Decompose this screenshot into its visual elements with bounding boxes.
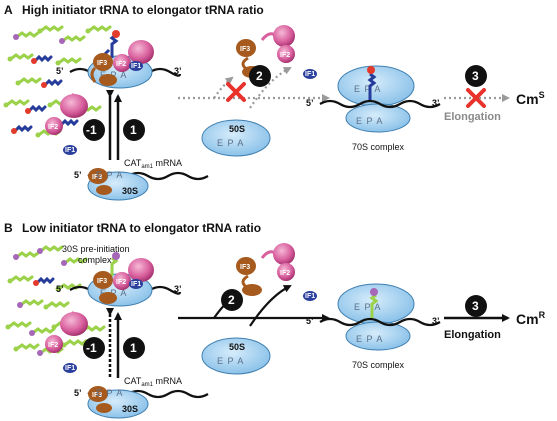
- panel-a: A High initiator tRNA to elongator tRNA …: [2, 3, 545, 201]
- panel-b-50s-subunit: 50S E P A: [201, 337, 271, 375]
- panel-b-if2-top: IF2: [116, 279, 126, 286]
- panel-b-if1-released: IF1: [305, 293, 315, 300]
- panel-b-epa-top: E P A: [100, 288, 127, 298]
- panel-a-30s-initiation-complex: E P A IF3 IF2 IF1 5’ 3’: [56, 30, 182, 89]
- panel-a-step-1: 1: [130, 123, 137, 137]
- panel-a-free-if2: IF2 IF1: [45, 92, 88, 155]
- panel-b-if3-released: IF3: [240, 264, 250, 271]
- panel-b-5prime-top: 5’: [56, 284, 64, 294]
- panel-b-epa-50s: E P A: [217, 356, 244, 366]
- panel-b-free-if2: IF2 IF1: [45, 310, 88, 373]
- panel-b-step-minus1: -1: [86, 341, 97, 355]
- panel-b-preinitiation-2: complex: [78, 255, 112, 265]
- panel-a-elongation: Elongation: [444, 111, 501, 123]
- panel-b-step-2: 2: [178, 285, 330, 327]
- panel-a-epa-70s-top: E P A: [354, 84, 381, 94]
- panel-b-step-3: 3: [472, 299, 479, 313]
- panel-b-3prime-70s: 3’: [432, 316, 440, 326]
- panel-b-outcome-sup: R: [539, 310, 546, 320]
- panel-b-if1-free: IF1: [65, 365, 75, 372]
- panel-a-30s-label: 30S: [122, 186, 138, 196]
- panel-a-mrna-label: CAT: [124, 158, 142, 168]
- panel-a-5prime-bottom: 5’: [74, 170, 82, 180]
- panel-b-3prime-top: 3’: [174, 284, 182, 294]
- panel-a-30s-mrna: CATam1 mRNA IF3 E P A 30S 5’: [74, 158, 209, 201]
- panel-a-if2-released: IF2: [280, 52, 290, 59]
- panel-b-if2-released: IF2: [280, 270, 290, 277]
- panel-a-mrna-sub: am1: [141, 164, 153, 170]
- panel-b-70s-complex: E P A E P A 5’ 3’ 70S complex: [306, 283, 441, 370]
- panel-a-3prime-70s: 3’: [432, 98, 440, 108]
- panel-a-epa-50s: E P A: [217, 138, 244, 148]
- panel-a-50s-subunit: 50S E P A: [201, 119, 271, 157]
- panel-a-step-minus1: -1: [86, 123, 97, 137]
- panel-b-5prime-bottom: 5’: [74, 388, 82, 398]
- panel-a-5prime-70s: 5’: [306, 98, 314, 108]
- panel-a-step-3: 3: [472, 69, 479, 83]
- panel-a-if1-free: IF1: [65, 147, 75, 154]
- panel-a-if2-free: IF2: [48, 124, 58, 131]
- panel-b-if3-bottom: IF3: [92, 392, 102, 399]
- panel-b-30s-initiation-complex: E P A IF3 IF2 IF1 5’ 3’: [56, 252, 182, 307]
- panel-a-if3-top: IF3: [97, 60, 107, 67]
- panel-a-if3-bottom: IF3: [92, 174, 102, 181]
- panel-a-5prime-top: 5’: [56, 66, 64, 76]
- panel-a-if3-released: IF3: [240, 46, 250, 53]
- panel-a-epa-bottom: E P A: [96, 170, 123, 180]
- panel-a-if1-top: IF1: [131, 63, 141, 70]
- panel-a-70s-label: 70S complex: [352, 142, 405, 152]
- panel-a-if2-top: IF2: [116, 61, 126, 68]
- panel-b-elongation: 3 Elongation CmR: [444, 295, 546, 341]
- panel-b-5prime-70s: 5’: [306, 316, 314, 326]
- panel-b-letter: B: [4, 221, 13, 235]
- panel-a-blocked-elongation: 3 Elongation CmS: [444, 65, 545, 123]
- panel-a-3prime-top: 3’: [174, 66, 182, 76]
- svg-text:CATam1 mRNA: CATam1 mRNA: [124, 376, 182, 388]
- panel-a-mrna-suffix: mRNA: [153, 158, 182, 168]
- panel-b-elongation-label: Elongation: [444, 329, 501, 341]
- panel-b-30s-mrna: CATam1 mRNA IF3 E P A 30S 5’: [74, 376, 209, 419]
- panel-a-blocked-step-2: 2: [178, 65, 330, 109]
- svg-text:CmR: CmR: [516, 310, 546, 327]
- panel-b-50s-label: 50S: [229, 342, 245, 352]
- panel-b-epa-70s-top: E P A: [354, 302, 381, 312]
- panel-b-if1-top: IF1: [131, 281, 141, 288]
- panel-a-50s-label: 50S: [229, 124, 245, 134]
- svg-text:CATam1 mRNA: CATam1 mRNA: [124, 158, 182, 170]
- panel-a-step-minus1-1: -1 1: [83, 90, 145, 160]
- panel-a-title: High initiator tRNA to elongator tRNA ra…: [22, 3, 264, 17]
- panel-a-epa-70s-bottom: E P A: [356, 116, 383, 126]
- panel-a-epa-top: E P A: [100, 70, 127, 80]
- panel-b-30s-label: 30S: [122, 404, 138, 414]
- panel-b-if3-top: IF3: [97, 278, 107, 285]
- panel-b-mrna-label: CAT: [124, 376, 142, 386]
- panel-b-mrna-suffix: mRNA: [153, 376, 182, 386]
- panel-a-released-factors: IF3 IF2 IF1: [236, 25, 317, 79]
- panel-a-outcome-sup: S: [539, 90, 545, 100]
- panel-b-step-2-label: 2: [228, 293, 235, 307]
- panel-b-epa-bottom: E P A: [96, 388, 123, 398]
- panel-b-step-minus1-1: -1 1: [83, 308, 145, 378]
- panel-b-released-factors: IF3 IF2 IF1: [236, 243, 317, 301]
- panel-b-preinitiation: 30S pre-initiation: [62, 244, 130, 254]
- panel-b-step-1: 1: [130, 341, 137, 355]
- panel-a-letter: A: [4, 3, 13, 17]
- panel-b-outcome: Cm: [516, 311, 539, 327]
- panel-a-70s-complex: E P A E P A 5’ 3’ 70S complex: [306, 65, 441, 152]
- panel-b-title: Low initiator tRNA to elongator tRNA rat…: [22, 221, 261, 235]
- svg-text:CmS: CmS: [516, 90, 545, 107]
- panel-a-if1-released: IF1: [305, 71, 315, 78]
- panel-b-mrna-sub: am1: [141, 382, 153, 388]
- panel-b-epa-70s-bottom: E P A: [356, 334, 383, 344]
- panel-a-step-2: 2: [256, 69, 263, 83]
- panel-a-outcome: Cm: [516, 91, 539, 107]
- panel-b-if2-free: IF2: [48, 342, 58, 349]
- panel-b-70s-label: 70S complex: [352, 360, 405, 370]
- panel-b: B Low initiator tRNA to elongator tRNA r…: [4, 221, 546, 419]
